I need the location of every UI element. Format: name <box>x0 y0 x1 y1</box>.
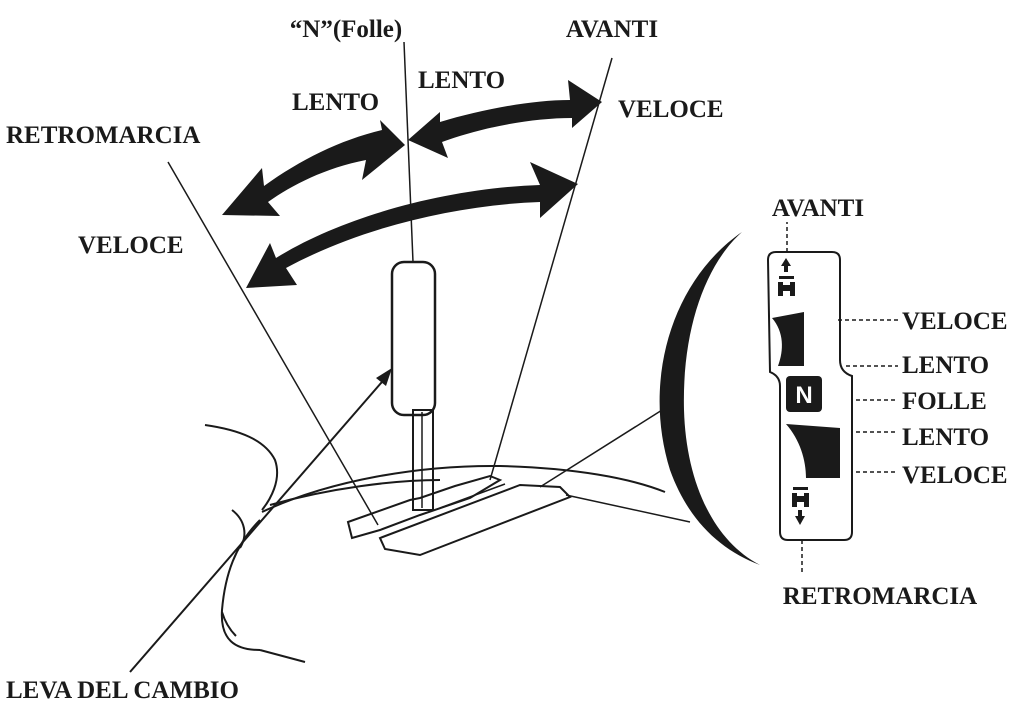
inset-forward-label: AVANTI <box>772 195 864 222</box>
gear-lever[interactable] <box>390 260 437 511</box>
inset-fast-reverse-label: VELOCE <box>902 462 1008 489</box>
neutral-guide-line <box>403 41 414 263</box>
inset-reverse-label: RETROMARCIA <box>783 583 977 610</box>
arrow-reverse-slow <box>222 120 405 216</box>
inset-fast-forward-label: VELOCE <box>902 308 1008 335</box>
console-outline <box>204 424 666 663</box>
fast-forward-wedge <box>772 312 804 366</box>
magnifier-lens <box>659 232 760 565</box>
magnifier-callout <box>539 232 760 565</box>
lever-label: LEVA DEL CAMBIO <box>6 677 239 704</box>
fast-reverse-label: VELOCE <box>78 232 184 259</box>
fast-forward-label: VELOCE <box>618 96 724 123</box>
reverse-guide-line <box>167 161 379 526</box>
tractor-reverse-icon <box>792 487 809 525</box>
shift-pattern-plate: N <box>766 251 853 541</box>
neutral-label: “N”(Folle) <box>290 16 402 43</box>
tractor-forward-icon <box>778 258 795 296</box>
lever-pointer <box>129 368 392 673</box>
inset-leaders <box>786 222 898 572</box>
double-arrow-icon <box>222 80 602 288</box>
reverse-label: RETROMARCIA <box>6 122 200 149</box>
forward-label: AVANTI <box>566 16 658 43</box>
range-guide-lines <box>167 41 613 526</box>
neutral-badge-label: N <box>795 382 812 409</box>
arrow-forward-slow <box>408 80 602 158</box>
forward-guide-line <box>489 57 613 481</box>
slow-reverse-label: LENTO <box>292 89 379 116</box>
slow-forward-label: LENTO <box>418 67 505 94</box>
neutral-badge-icon: N <box>786 376 822 412</box>
inset-slow-forward-label: LENTO <box>902 352 989 379</box>
lever-knob <box>390 260 437 417</box>
inset-neutral-label: FOLLE <box>902 388 987 415</box>
arrow-fast-range <box>246 162 578 288</box>
fast-reverse-wedge <box>786 424 840 478</box>
inset-slow-reverse-label: LENTO <box>902 424 989 451</box>
